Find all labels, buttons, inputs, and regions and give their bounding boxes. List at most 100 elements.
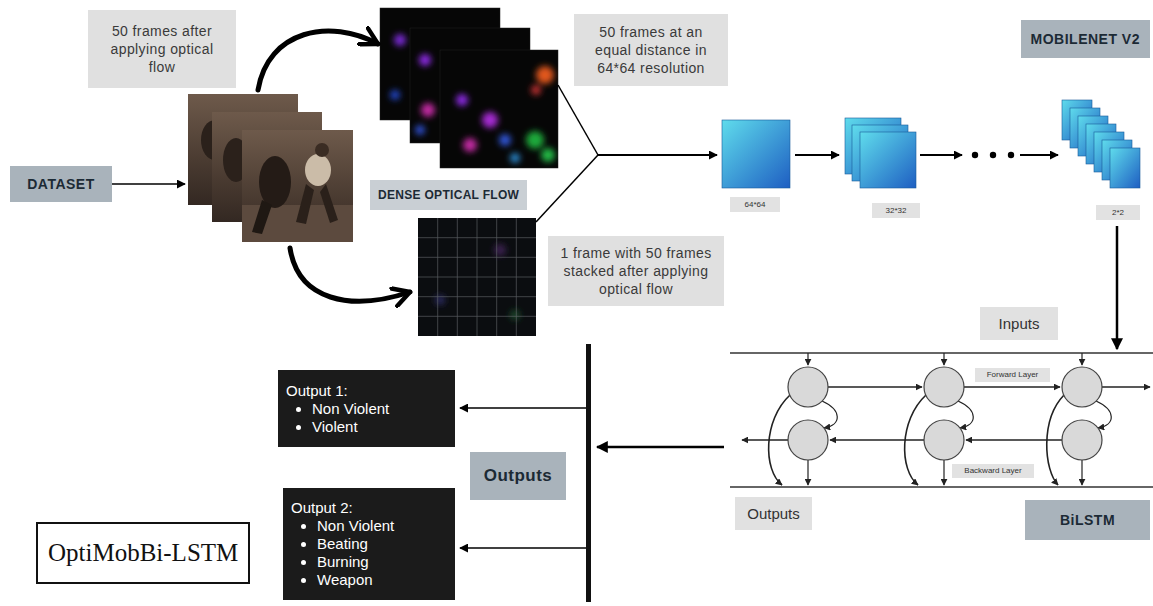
lstm-cell: [788, 420, 828, 460]
forward-arrow: [964, 386, 1060, 388]
lstm-cell: [788, 367, 828, 407]
lstm-cell: [924, 420, 964, 460]
io-label: Inputs: [980, 307, 1058, 340]
cell-link: [822, 401, 837, 428]
label-text: 64*64: [745, 200, 766, 210]
forward-arrow: [828, 386, 922, 388]
flow-arrow: [795, 154, 839, 156]
optical-flow-frames: [380, 8, 558, 168]
figure: [296, 184, 314, 224]
class-item: Violent: [312, 418, 389, 436]
label-text: Backward Layer: [964, 466, 1021, 476]
cell-link: [1096, 401, 1111, 428]
output-arrow: [807, 460, 808, 485]
flow-arrow: [597, 446, 724, 449]
output-heading: Output 2:: [291, 499, 353, 517]
class-item: Burning: [317, 553, 394, 571]
bilstm-cells: [730, 353, 1153, 487]
input-line: [730, 352, 1153, 354]
output-heading: Output 1:: [286, 382, 348, 400]
figure: [320, 184, 338, 223]
class-list: Non ViolentBeatingBurningWeapon: [291, 517, 394, 589]
merge-line: [558, 85, 598, 155]
output-line: [730, 486, 1153, 488]
curved-arrow: [258, 31, 378, 90]
label-text: OptiMobBi-LSTM: [48, 539, 238, 567]
flow-arrow: [920, 154, 962, 156]
flow-blob: [482, 112, 498, 128]
label-text: Forward Layer: [987, 370, 1039, 380]
figure: [315, 143, 329, 157]
input-arrow: [807, 353, 808, 365]
video-frames: [188, 94, 353, 242]
cell-link: [958, 401, 973, 428]
output-arrow: [943, 460, 944, 485]
layer-label: Forward Layer: [975, 368, 1050, 382]
class-list: Non ViolentViolent: [286, 400, 389, 436]
grid-line: [418, 238, 536, 317]
layer-label: Backward Layer: [952, 464, 1034, 478]
flow-arrow: [1020, 154, 1058, 156]
flow-arrow: [112, 183, 185, 185]
label-text: DENSE OPTICAL FLOW: [378, 188, 519, 202]
ellipsis-dot: [972, 152, 978, 158]
label-text: 32*32: [886, 206, 907, 216]
size-label: 32*32: [872, 203, 920, 218]
cell-output-curve: [769, 395, 790, 485]
flow-arrow: [460, 407, 586, 409]
ellipsis-dot: [1008, 152, 1014, 158]
flow-arrow: [1116, 226, 1119, 349]
size-label: 2*2: [1096, 205, 1140, 220]
label-text: 50 frames after applying optical flow: [98, 22, 226, 77]
forward-arrow: [1102, 386, 1150, 388]
backward-arrow: [742, 439, 788, 441]
curved-arrow: [290, 248, 410, 301]
label-text: MOBILENET V2: [1031, 31, 1140, 47]
stage-label: MOBILENET V2: [1021, 20, 1150, 58]
output-box: Output 1:Non ViolentViolent: [278, 370, 455, 447]
stage-label: Outputs: [470, 452, 566, 500]
class-item: Beating: [317, 535, 394, 553]
input-arrow: [1081, 353, 1082, 365]
figure: [305, 154, 331, 186]
grid-lines: [418, 218, 536, 336]
size-label: 64*64: [730, 197, 780, 212]
io-label: Outputs: [735, 497, 812, 530]
class-item: Non Violent: [317, 517, 394, 535]
label-text: DATASET: [27, 176, 95, 192]
flow-blob: [463, 138, 477, 152]
flow-blob: [510, 310, 520, 320]
label-text: Outputs: [747, 505, 800, 522]
ellipsis-dot: [990, 152, 996, 158]
output-arrow: [1081, 460, 1082, 485]
label-text: BiLSTM: [1060, 512, 1115, 528]
flow-blob: [421, 103, 435, 117]
feature-map: [1110, 148, 1140, 188]
figure: [252, 200, 272, 234]
figure: [259, 156, 291, 208]
stacked-flow-frame: [418, 218, 536, 336]
stage-label: DENSE OPTICAL FLOW: [370, 180, 527, 210]
model-name-box: OptiMobBi-LSTM: [36, 522, 250, 584]
feature-map: [722, 120, 790, 188]
cell-output-curve: [905, 395, 926, 485]
video-frame: [242, 130, 353, 242]
output-bar: [586, 344, 591, 602]
lstm-cell: [1062, 420, 1102, 460]
flow-blob: [536, 66, 554, 84]
flow-blob: [499, 134, 511, 146]
backward-arrow: [830, 439, 924, 441]
flow-blob: [394, 34, 406, 46]
stage-label: DATASET: [10, 166, 112, 202]
flow-blob: [494, 244, 506, 256]
mobilenet-feature-maps: [722, 100, 1140, 188]
label-text: 1 frame with 50 frames stacked after app…: [558, 244, 714, 299]
label-text: Outputs: [484, 466, 553, 486]
label-text: 50 frames at an equal distance in 64*64 …: [584, 23, 718, 78]
flow-blob: [456, 94, 468, 106]
flow-blob: [531, 85, 541, 95]
feature-map: [860, 132, 916, 188]
flow-blob: [526, 131, 544, 149]
class-item: Weapon: [317, 571, 394, 589]
